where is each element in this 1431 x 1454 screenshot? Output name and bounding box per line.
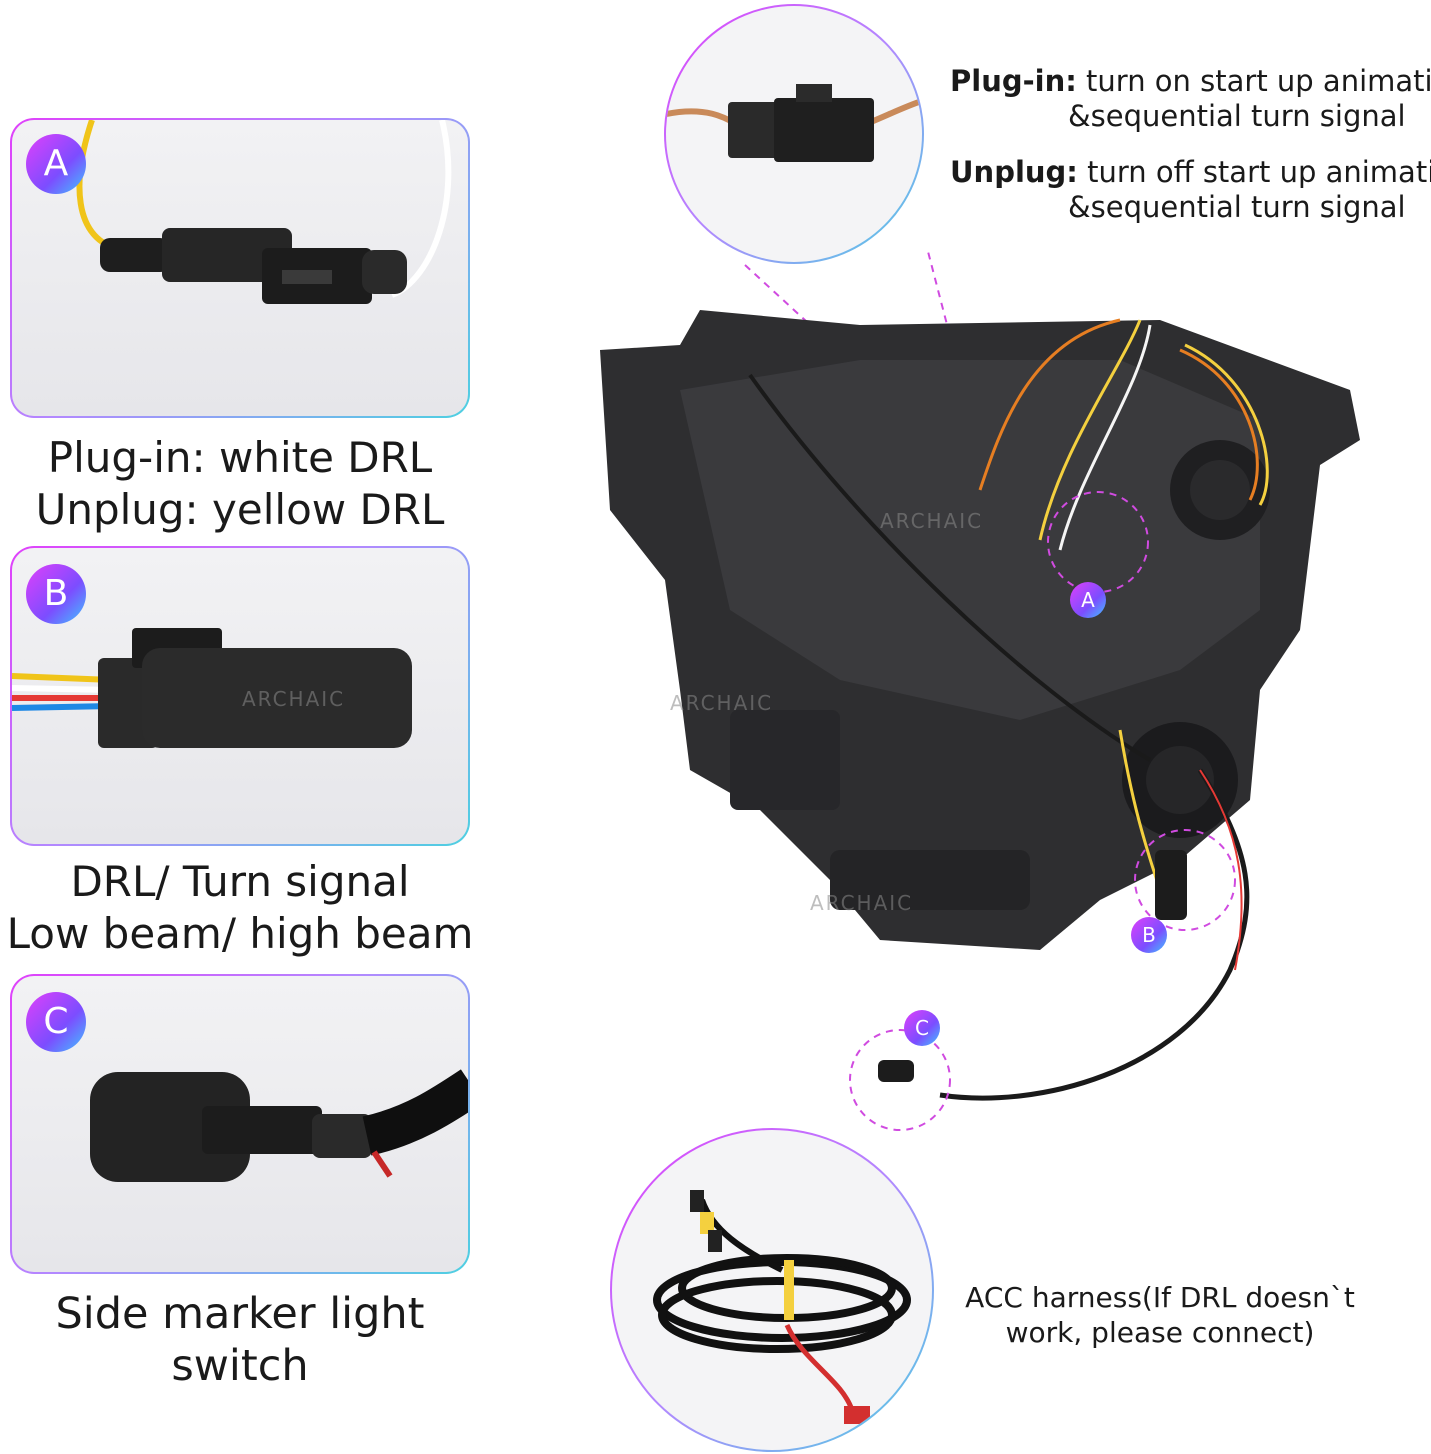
headlight-image: ARCHAIC ARCHAIC ARCHAIC [600,250,1360,1131]
panel-b-photo: ARCHAIC [12,548,468,844]
badge-b: B [26,564,86,624]
watermark-headlight-3: ARCHAIC [810,891,913,915]
badge-a: A [26,134,86,194]
connector-zoom-image [666,84,922,162]
plug-in-line-1: turn on start up animation [1086,64,1431,98]
panel-c-caption-line-1: Side marker light switch [55,1289,425,1391]
panel-a-caption-line-1: Plug-in: white DRL [47,433,433,482]
plug-in-info: Plug-in: turn on start up animation &seq… [950,64,1431,134]
marker-b: B [1131,917,1167,953]
acc-harness-line-2: work, please connect) [1005,1316,1315,1349]
plug-in-label: Plug-in: [950,64,1077,98]
watermark-b: ARCHAIC [242,687,345,711]
marker-c: C [904,1010,940,1046]
connector-zoom-photo [666,6,922,262]
acc-harness-caption: ACC harness(If DRL doesn`t work, please … [940,1280,1380,1350]
connector-c-image [90,1069,468,1182]
acc-harness-image [653,1190,911,1424]
panel-a: A [10,118,470,418]
watermark-headlight-1: ARCHAIC [880,509,983,533]
unplug-line-2: &sequential turn signal [1068,190,1406,224]
connector-b-image: ARCHAIC [12,628,412,748]
panel-a-caption-line-2: Unplug: yellow DRL [35,485,445,534]
unplug-line-1: turn off start up animation [1087,155,1431,189]
badge-c: C [26,992,86,1052]
connector-a-image [76,120,452,304]
panel-c: C [10,974,470,1274]
connector-zoom-circle [664,4,924,264]
plug-in-line-2: &sequential turn signal [1068,99,1406,133]
panel-b-caption-line-1: DRL/ Turn signal [70,857,410,906]
panel-b-caption-line-2: Low beam/ high beam [6,909,474,958]
watermark-headlight-2: ARCHAIC [670,691,773,715]
panel-a-caption: Plug-in: white DRL Unplug: yellow DRL [0,432,480,536]
acc-harness-circle [610,1128,934,1452]
panel-a-photo [12,120,468,416]
marker-a: A [1070,582,1106,618]
acc-harness-line-1: ACC harness(If DRL doesn`t [965,1281,1355,1314]
panel-c-photo [12,976,468,1272]
acc-harness-photo [612,1130,932,1450]
unplug-label: Unplug: [950,155,1078,189]
unplug-info: Unplug: turn off start up animation &seq… [950,155,1431,225]
panel-b-caption: DRL/ Turn signal Low beam/ high beam [0,856,480,960]
panel-b: ARCHAIC B [10,546,470,846]
panel-c-caption: Side marker light switch [0,1288,480,1392]
